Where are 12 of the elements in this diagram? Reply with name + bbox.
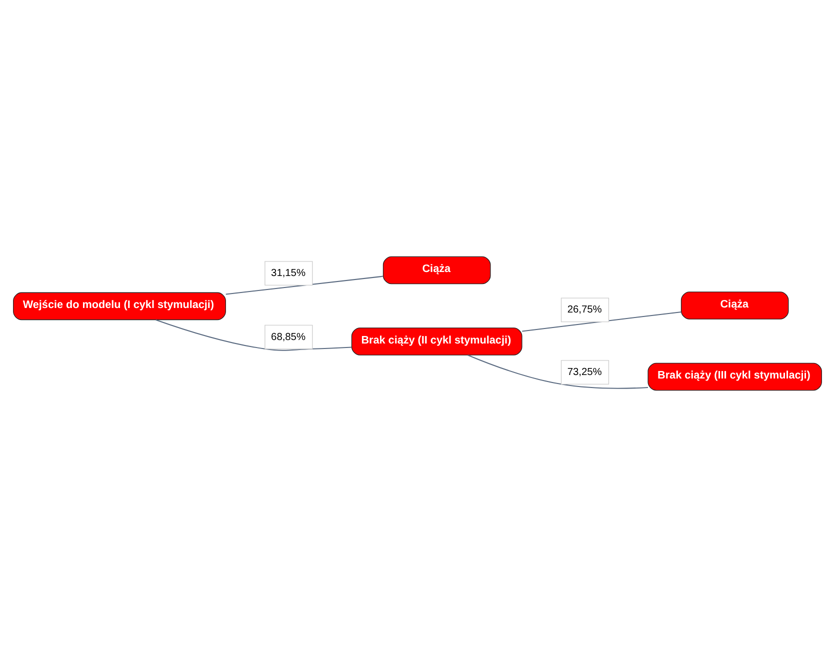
edge-label: 73,25% bbox=[567, 366, 602, 378]
connector bbox=[522, 310, 682, 332]
edge-label: 31,15% bbox=[271, 268, 306, 279]
connector bbox=[226, 275, 384, 294]
node-box: Ciąża bbox=[680, 291, 789, 319]
node-box: Brak ciąży (II cykl stymulacji) bbox=[351, 327, 522, 355]
node-box: Brak ciąży (III cykl stymulacji) bbox=[648, 362, 822, 390]
edge-label: 68,85% bbox=[271, 331, 306, 342]
edge-label: 26,75% bbox=[567, 304, 602, 316]
node-box: Wejście do modelu (I cykl stymulacji) bbox=[13, 292, 226, 320]
node-box: Ciąża bbox=[382, 256, 491, 284]
connector bbox=[468, 354, 648, 388]
